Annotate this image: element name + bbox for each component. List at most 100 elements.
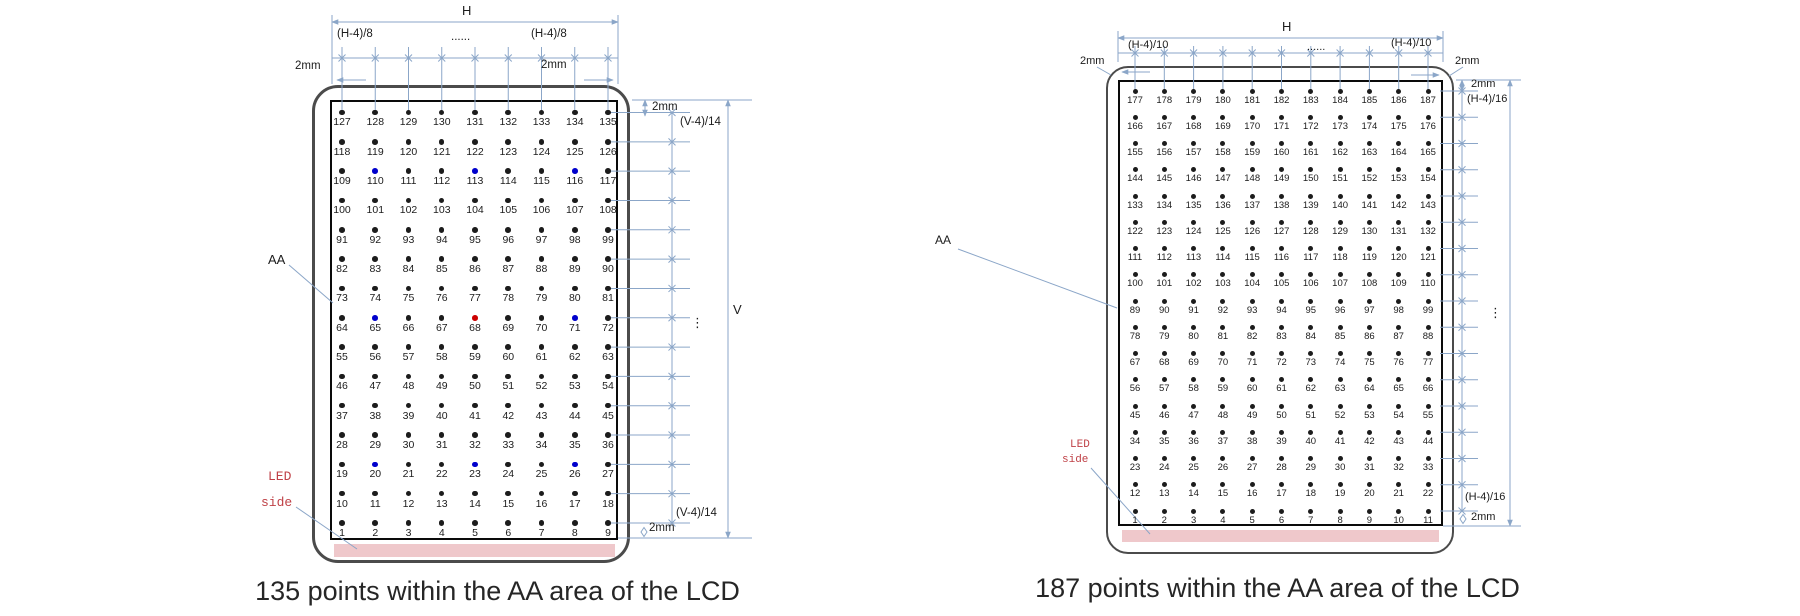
measure-point-number: 58 (1188, 383, 1199, 395)
measure-point-dot (1249, 167, 1255, 173)
measure-point-dot (372, 461, 378, 468)
measure-point-number: 50 (469, 380, 481, 393)
measure-point-number: 66 (402, 321, 415, 334)
measure-point-dot (1425, 298, 1431, 304)
measure-point-dot (605, 490, 611, 497)
measure-point-dot (1308, 351, 1314, 356)
measure-point-number: 97 (535, 233, 548, 246)
measure-point-number: 88 (535, 262, 548, 275)
caption-left: 135 points within the AA area of the LCD (255, 576, 740, 606)
measure-point-dot (538, 139, 545, 145)
measure-point-number: 7 (1308, 514, 1314, 526)
measure-point-number: 74 (369, 292, 382, 305)
measure-point-number: 6 (505, 526, 512, 539)
measure-point-dot (472, 490, 478, 497)
measure-point-number: 63 (1334, 383, 1346, 395)
measure-point-dot (372, 520, 378, 526)
measure-point-dot (1279, 508, 1284, 514)
measure-point-number: 168 (1185, 120, 1202, 132)
measure-point-dot (1308, 298, 1314, 304)
measure-point-number: 55 (336, 350, 348, 363)
measure-point-dot (438, 402, 445, 409)
measure-point-number: 166 (1127, 120, 1143, 132)
measure-point-number: 79 (535, 292, 548, 305)
measure-point-number: 122 (466, 145, 484, 158)
measure-point-number: 5 (1249, 514, 1255, 526)
measure-point-dot (339, 490, 345, 497)
v-ellipsis-right: ⋮ (1489, 305, 1502, 320)
measure-point-number: 94 (435, 233, 448, 246)
measure-point-number: 30 (1334, 462, 1346, 473)
measure-point-number: 22 (435, 468, 448, 481)
measure-point-number: 147 (1214, 173, 1231, 185)
measure-point-number: 167 (1156, 120, 1173, 132)
v-segment-label-right-top: (H-4)/16 (1467, 93, 1508, 105)
measure-point-number: 18 (1305, 488, 1317, 500)
measure-point-dot (538, 315, 545, 321)
h-dimension-label-left: H (462, 3, 472, 18)
measure-point-number: 6 (1278, 514, 1285, 526)
measure-point-dot (372, 373, 378, 380)
measure-point-number: 4 (438, 526, 445, 539)
measure-point-number: 61 (1276, 383, 1287, 395)
measure-point-dot (538, 461, 545, 468)
measure-point-number: 178 (1156, 94, 1173, 106)
measure-point-number: 76 (1393, 357, 1404, 368)
measure-point-number: 118 (1332, 252, 1348, 263)
measure-point-number: 65 (369, 321, 382, 334)
measure-point-dot (1337, 429, 1343, 435)
measure-point-dot (538, 109, 545, 116)
led-strip-left (334, 544, 615, 557)
measure-point-dot (405, 402, 412, 409)
measure-point-dot (1191, 298, 1197, 304)
measure-point-dot (405, 461, 412, 468)
measure-point-number: 39 (1276, 435, 1287, 447)
measure-point-number: 176 (1420, 120, 1436, 132)
measure-point-number: 104 (1244, 278, 1261, 290)
measure-point-dot (1425, 324, 1431, 330)
h-dimension-label-right: H (1282, 19, 1292, 34)
measure-point-dot (372, 109, 378, 116)
measure-point-dot (472, 139, 478, 145)
measure-point-number: 78 (502, 292, 515, 305)
measure-point-dot (1396, 429, 1402, 435)
measure-point-dot (572, 402, 578, 409)
measure-point-number: 77 (469, 292, 481, 305)
measure-point-dot (1191, 88, 1197, 94)
measure-point-dot (438, 256, 445, 262)
measure-point-number: 9 (605, 526, 611, 539)
measure-point-dot (1191, 193, 1197, 199)
measure-point-dot (1337, 88, 1343, 94)
measure-point-dot (438, 461, 445, 468)
measure-point-dot (505, 520, 511, 526)
measure-point-number: 133 (1127, 199, 1143, 211)
measure-point-number: 74 (1334, 357, 1346, 368)
measure-point-number: 182 (1273, 94, 1290, 106)
measure-point-number: 156 (1156, 147, 1173, 158)
led-leader-line (1090, 467, 1151, 535)
measure-point-number: 26 (1217, 462, 1229, 473)
measure-point-dot (1191, 508, 1197, 514)
measure-point-dot (1161, 272, 1167, 278)
margin-leader (1096, 66, 1112, 76)
measure-point-dot (1396, 193, 1402, 199)
measure-point-dot (405, 197, 412, 204)
measure-point-number: 148 (1244, 173, 1261, 185)
measure-point-number: 145 (1156, 173, 1173, 185)
measure-point-number: 152 (1361, 173, 1378, 185)
measure-point-number: 51 (1305, 409, 1317, 421)
measure-point-number: 137 (1244, 199, 1261, 211)
measure-point-dot (1366, 351, 1372, 356)
measure-point-number: 70 (1217, 357, 1229, 368)
measure-point-number: 23 (469, 468, 481, 481)
measure-point-dot (505, 315, 511, 321)
measure-point-number: 84 (1305, 330, 1317, 342)
measure-point-dot (1308, 429, 1314, 435)
measure-point-number: 43 (1393, 435, 1404, 447)
measure-point-number: 34 (535, 438, 548, 451)
measure-point-number: 71 (568, 321, 581, 334)
measure-point-dot (605, 461, 611, 468)
measure-point-number: 121 (1420, 252, 1436, 263)
dimension-diamond (640, 526, 648, 538)
measure-point-number: 90 (1159, 304, 1170, 316)
